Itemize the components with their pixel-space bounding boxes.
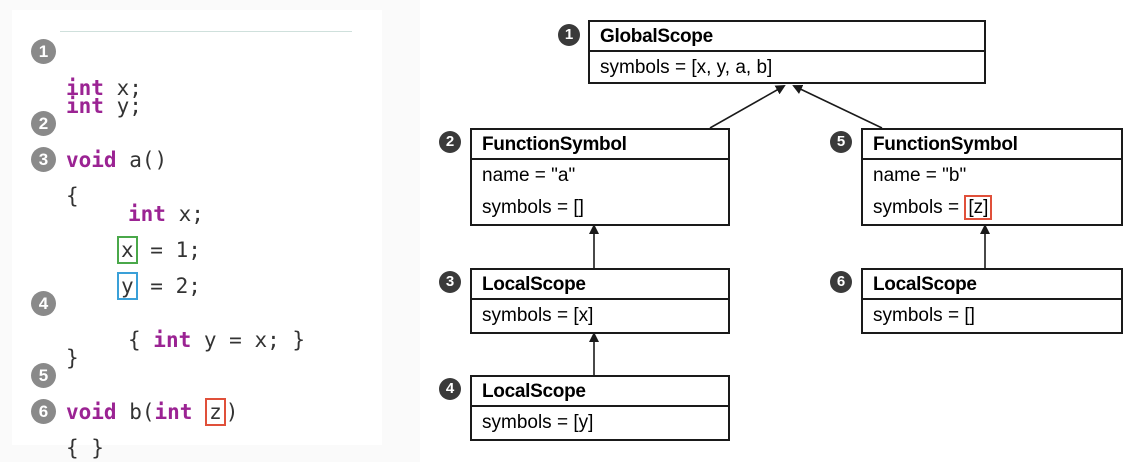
highlight-z-box: [z]: [964, 195, 993, 220]
step-badge: 5: [830, 131, 852, 153]
code-text: int x;: [128, 199, 204, 229]
code-line: 3 {: [12, 145, 79, 208]
code-line: 1 int x;: [12, 37, 142, 100]
code-text: int y;: [66, 91, 142, 121]
code-rest: x;: [165, 202, 204, 226]
highlight-y-box: y: [117, 272, 138, 300]
node-title: LocalScope: [472, 377, 728, 407]
step-badge: 1: [31, 39, 56, 64]
node-title: GlobalScope: [590, 22, 984, 52]
code-text: }: [66, 346, 79, 370]
keyword: int: [128, 202, 166, 226]
function-symbol-b-node: FunctionSymbol name = "b" symbols = [z]: [861, 128, 1123, 226]
function-symbol-a-node: FunctionSymbol name = "a" symbols = []: [470, 128, 730, 226]
divider: [60, 31, 352, 32]
node-attribute: symbols = []: [482, 197, 584, 218]
step-badge: 3: [31, 147, 56, 172]
code-line: y = 2;: [12, 253, 201, 300]
code-line: 4 { int y = x; }: [12, 289, 305, 352]
code-text: int x;: [66, 73, 142, 103]
code-line: }: [12, 325, 79, 370]
step-badge: 2: [439, 131, 461, 153]
node-title: LocalScope: [472, 270, 728, 300]
code-text: void b(int z): [66, 397, 238, 427]
step-badge: 4: [439, 378, 461, 400]
node-attribute: name = "a": [482, 165, 576, 186]
code-panel: 1 int x; int y; 2 void a() 3 { int x; x …: [12, 10, 382, 460]
keyword: void: [66, 400, 117, 424]
step-badge: 2: [31, 111, 56, 136]
code-line: int x;: [12, 181, 204, 226]
node-title: FunctionSymbol: [863, 130, 1121, 160]
arrow-a-to-global: [709, 85, 786, 129]
code-text: {: [66, 184, 79, 208]
node-attribute: symbols = [y]: [482, 412, 594, 433]
node-attribute: symbols = [x]: [482, 305, 594, 326]
code-rest: x;: [103, 76, 142, 100]
code-text: y = 2;: [117, 271, 201, 301]
code-text: x = 1;: [117, 235, 201, 265]
code-line: int y;: [12, 73, 142, 118]
code-text: { int y = x; }: [128, 325, 305, 355]
keyword: int: [153, 328, 192, 352]
code-rest: = 1;: [137, 238, 201, 262]
keyword: void: [66, 148, 117, 172]
code-line: 6 { }: [12, 397, 104, 460]
attr-text: symbols =: [873, 197, 965, 218]
node-title: FunctionSymbol: [472, 130, 728, 160]
keyword: int: [154, 400, 193, 424]
code-text: { }: [66, 436, 104, 460]
local-scope-6-node: LocalScope symbols = []: [861, 268, 1123, 334]
step-badge: 6: [31, 399, 56, 424]
node-attribute: symbols = [z]: [863, 192, 1121, 224]
node-attribute: name = "b": [873, 165, 967, 186]
keyword: int: [66, 76, 104, 100]
local-scope-3-node: LocalScope symbols = [x]: [470, 268, 730, 334]
step-badge: 1: [558, 24, 580, 46]
scope-tree-diagram: 1 GlobalScope symbols = [x, y, a, b] 2 F…: [420, 0, 1134, 462]
code-line: x = 1;: [12, 217, 201, 264]
code-rest: y = x; }: [191, 328, 306, 352]
code-line: 2 void a(): [12, 109, 167, 172]
node-title: LocalScope: [863, 270, 1121, 300]
step-badge: 4: [31, 291, 56, 316]
arrow-b-to-global: [792, 84, 883, 129]
code-pre: {: [128, 328, 154, 352]
node-attribute: symbols = []: [873, 305, 975, 326]
node-attribute: symbols = [x, y, a, b]: [600, 57, 773, 78]
code-line: 5 void b(int z): [12, 361, 238, 426]
local-scope-4-node: LocalScope symbols = [y]: [470, 375, 730, 441]
step-badge: 5: [31, 363, 56, 388]
code-mid: b(: [116, 400, 155, 424]
highlight-z-box: z: [205, 398, 226, 426]
step-badge: 3: [439, 271, 461, 293]
code-rest: a(): [116, 148, 168, 172]
inheritance-arrows: [589, 84, 990, 375]
code-rest: = 2;: [137, 274, 201, 298]
code-rest: y;: [103, 94, 142, 118]
code-text: void a(): [66, 145, 167, 175]
global-scope-node: GlobalScope symbols = [x, y, a, b]: [588, 20, 986, 84]
keyword: int: [66, 94, 104, 118]
code-post: ): [225, 400, 239, 424]
step-badge: 6: [830, 271, 852, 293]
highlight-x-box: x: [117, 236, 138, 264]
